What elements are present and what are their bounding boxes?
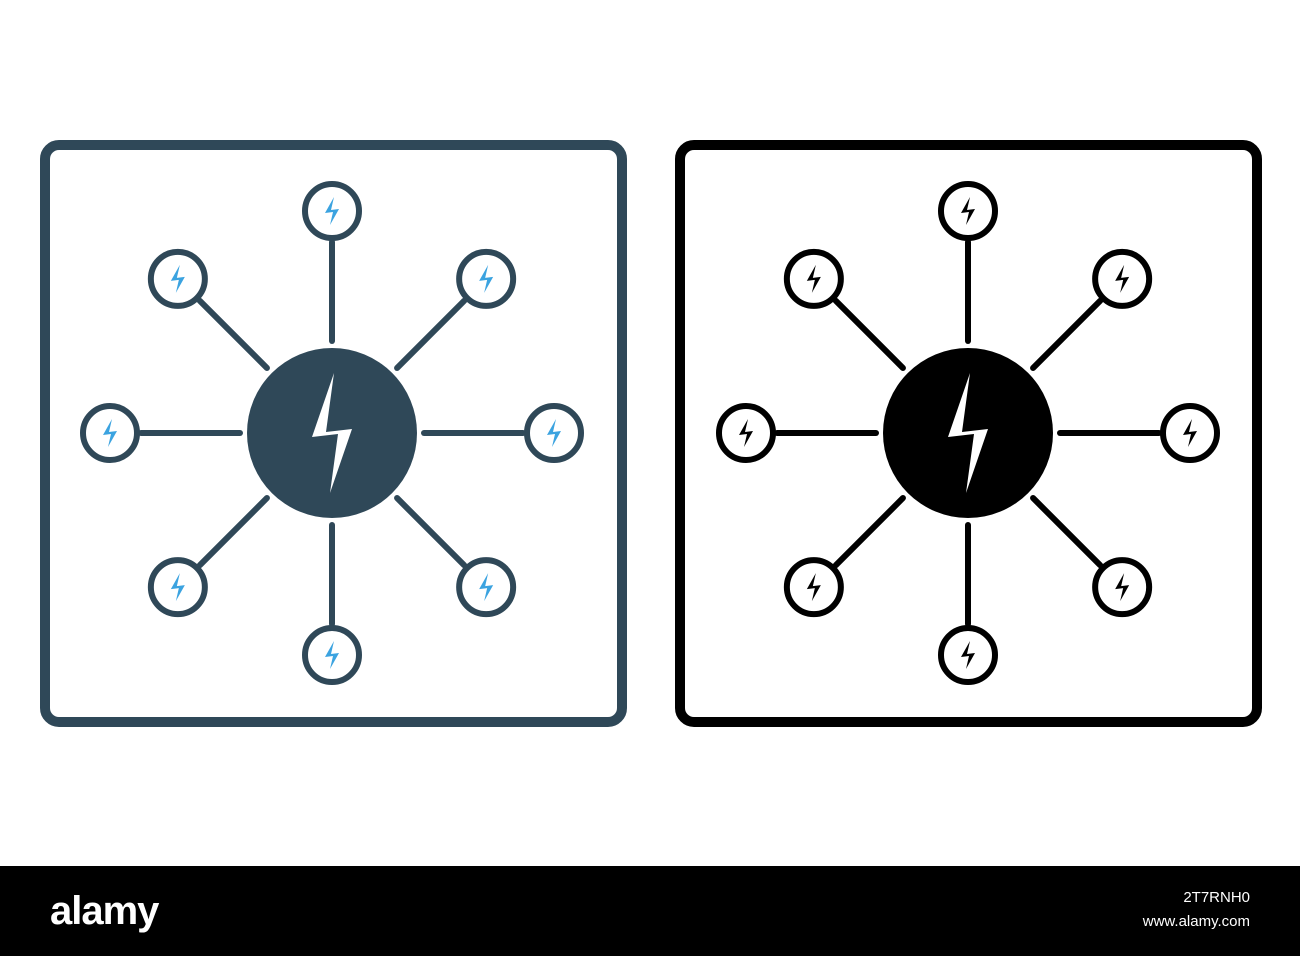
node-bolt-icon — [938, 625, 998, 685]
connector-line — [196, 495, 270, 569]
connector-line — [832, 495, 906, 569]
node-bolt-icon — [938, 181, 998, 241]
image-id: 2T7RNH0 — [1183, 889, 1250, 906]
node-bolt-icon — [1092, 248, 1153, 309]
hub-bolt-icon — [247, 348, 417, 518]
image-meta: 2T7RNH0 www.alamy.com — [1143, 886, 1250, 934]
connector-line — [394, 297, 468, 371]
site-url: www.alamy.com — [1142, 913, 1250, 930]
node-bolt-icon — [80, 403, 140, 463]
node-bolt-icon — [716, 403, 776, 463]
node-bolt-icon — [1160, 403, 1220, 463]
connector-line — [196, 297, 270, 371]
node-bolt-icon — [147, 557, 208, 618]
connector-line — [832, 297, 906, 371]
power-distribution-network-icon — [40, 140, 627, 727]
node-bolt-icon — [783, 248, 844, 309]
watermark-footer: alamy 2T7RNH0 www.alamy.com — [0, 866, 1300, 956]
node-bolt-icon — [1092, 557, 1153, 618]
node-bolt-icon — [456, 248, 517, 309]
node-bolt-icon — [302, 625, 362, 685]
connector-line — [394, 495, 468, 569]
hub-bolt-icon — [883, 348, 1053, 518]
icon-artwork — [40, 140, 1262, 727]
node-bolt-icon — [147, 248, 208, 309]
brand-logo: alamy — [50, 889, 159, 933]
node-bolt-icon — [524, 403, 584, 463]
icon-frame — [675, 140, 1262, 727]
connector-line — [1030, 297, 1104, 371]
icon-frame — [40, 140, 627, 727]
node-bolt-icon — [302, 181, 362, 241]
connector-line — [1030, 495, 1104, 569]
node-bolt-icon — [783, 557, 844, 618]
power-distribution-network-icon — [675, 140, 1262, 727]
node-bolt-icon — [456, 557, 517, 618]
